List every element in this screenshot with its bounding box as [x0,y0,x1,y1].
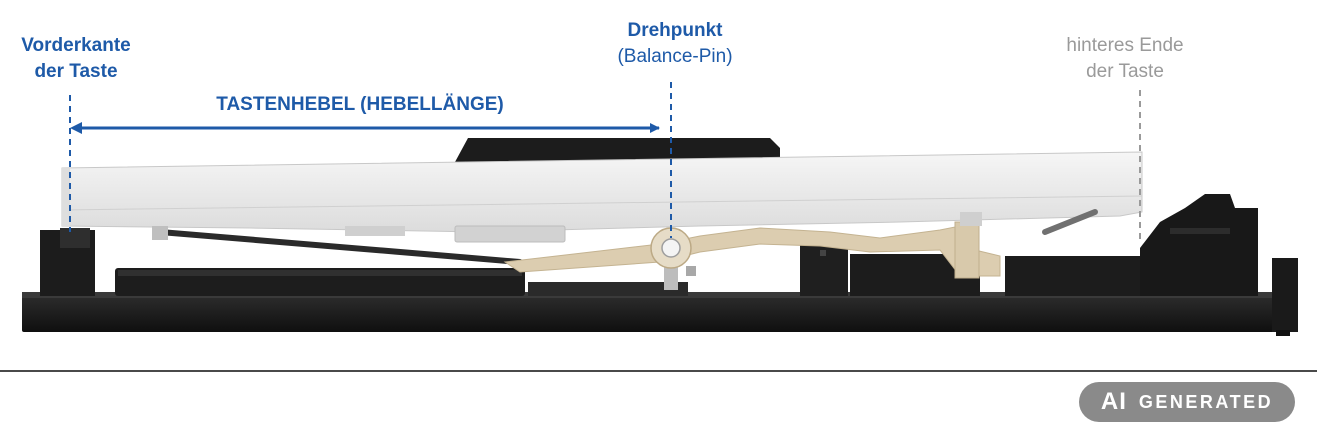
front-edge-line1: Vorderkante [21,35,131,56]
hammer-weight [455,138,780,162]
pivot-line1: Drehpunkt [627,20,723,41]
rear-end-line2: der Taste [1086,61,1164,82]
rear-block-1 [800,240,848,296]
divider [0,370,1317,372]
ai-generated-badge: AI GENERATED [1079,382,1295,422]
front-edge-line2: der Taste [34,61,118,82]
base-frame [22,296,1298,332]
rear-block-4 [1140,194,1258,296]
rear-spring [1042,209,1098,235]
pivot-line2: (Balance-Pin) [617,46,733,67]
push-rod [157,229,523,265]
rear-post [1272,258,1298,332]
pivot-label: Drehpunkt (Balance-Pin) [590,18,760,70]
hammer-arm [503,225,1001,277]
badge-ai-text: AI [1100,388,1127,415]
rear-end-label: hinteres Ende der Taste [1050,33,1200,85]
front-edge-label: Vorderkante der Taste [6,33,146,85]
rear-end-line1: hinteres Ende [1066,35,1184,56]
badge-generated-text: GENERATED [1138,391,1274,412]
lever-label: TASTENHEBEL (HEBELLÄNGE) [216,94,504,115]
rear-block-3 [1005,256,1150,296]
keyboard-action-diagram [22,82,1298,336]
